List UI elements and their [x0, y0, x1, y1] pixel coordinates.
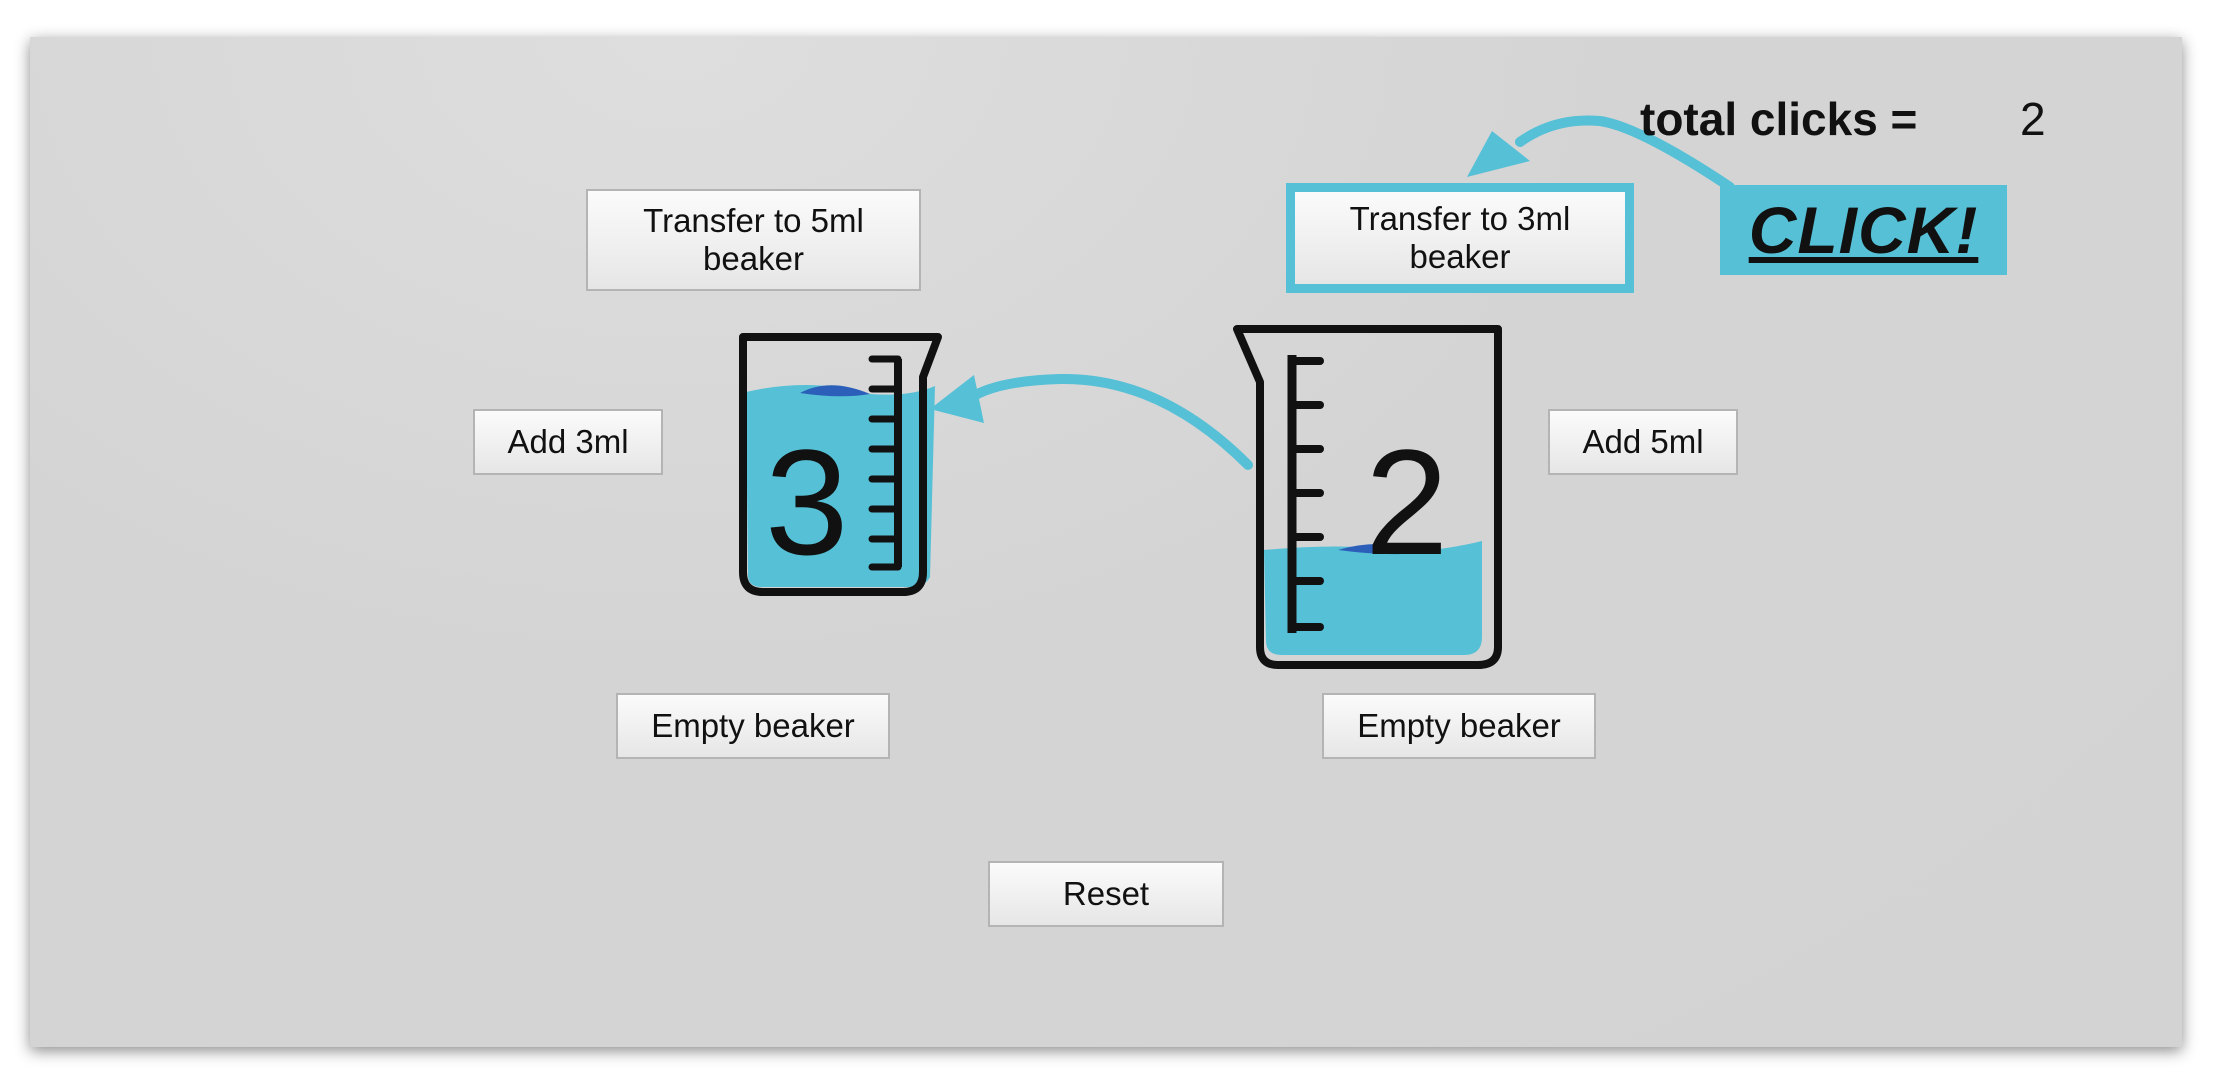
- transfer-arrow: [960, 373, 1253, 470]
- large-beaker: [1233, 325, 1502, 669]
- add-3ml-button[interactable]: Add 3ml: [473, 409, 663, 475]
- small-beaker-outline: [739, 333, 942, 596]
- transfer-arrow-head: [930, 375, 984, 423]
- add-5ml-button[interactable]: Add 5ml: [1548, 409, 1738, 475]
- large-beaker-surface: [1338, 543, 1430, 555]
- click-callout-text: CLICK!: [1748, 193, 1979, 267]
- transfer-to-3ml-button[interactable]: Transfer to 3ml beaker: [1286, 183, 1634, 293]
- total-clicks-value: 2: [2020, 93, 2046, 145]
- app-canvas: 3 2 total clicks = 2 CLICK! Transfer to …: [30, 37, 2182, 1047]
- small-beaker-surface: [800, 385, 870, 397]
- large-beaker-outline: [1233, 325, 1502, 669]
- total-clicks-label: total clicks =: [1640, 93, 1918, 145]
- callout-arrow: [1515, 115, 1735, 192]
- reset-button[interactable]: Reset: [988, 861, 1224, 927]
- click-callout: CLICK!: [1720, 185, 2007, 275]
- large-beaker-value: 2: [1365, 418, 1449, 586]
- transfer-to-5ml-button[interactable]: Transfer to 5ml beaker: [586, 189, 921, 291]
- small-beaker-value: 3: [765, 418, 849, 586]
- empty-small-beaker-button[interactable]: Empty beaker: [616, 693, 890, 759]
- empty-large-beaker-button[interactable]: Empty beaker: [1322, 693, 1596, 759]
- small-beaker: [739, 333, 942, 596]
- beaker-illustration: [739, 115, 1735, 669]
- callout-arrow-head: [1467, 131, 1530, 177]
